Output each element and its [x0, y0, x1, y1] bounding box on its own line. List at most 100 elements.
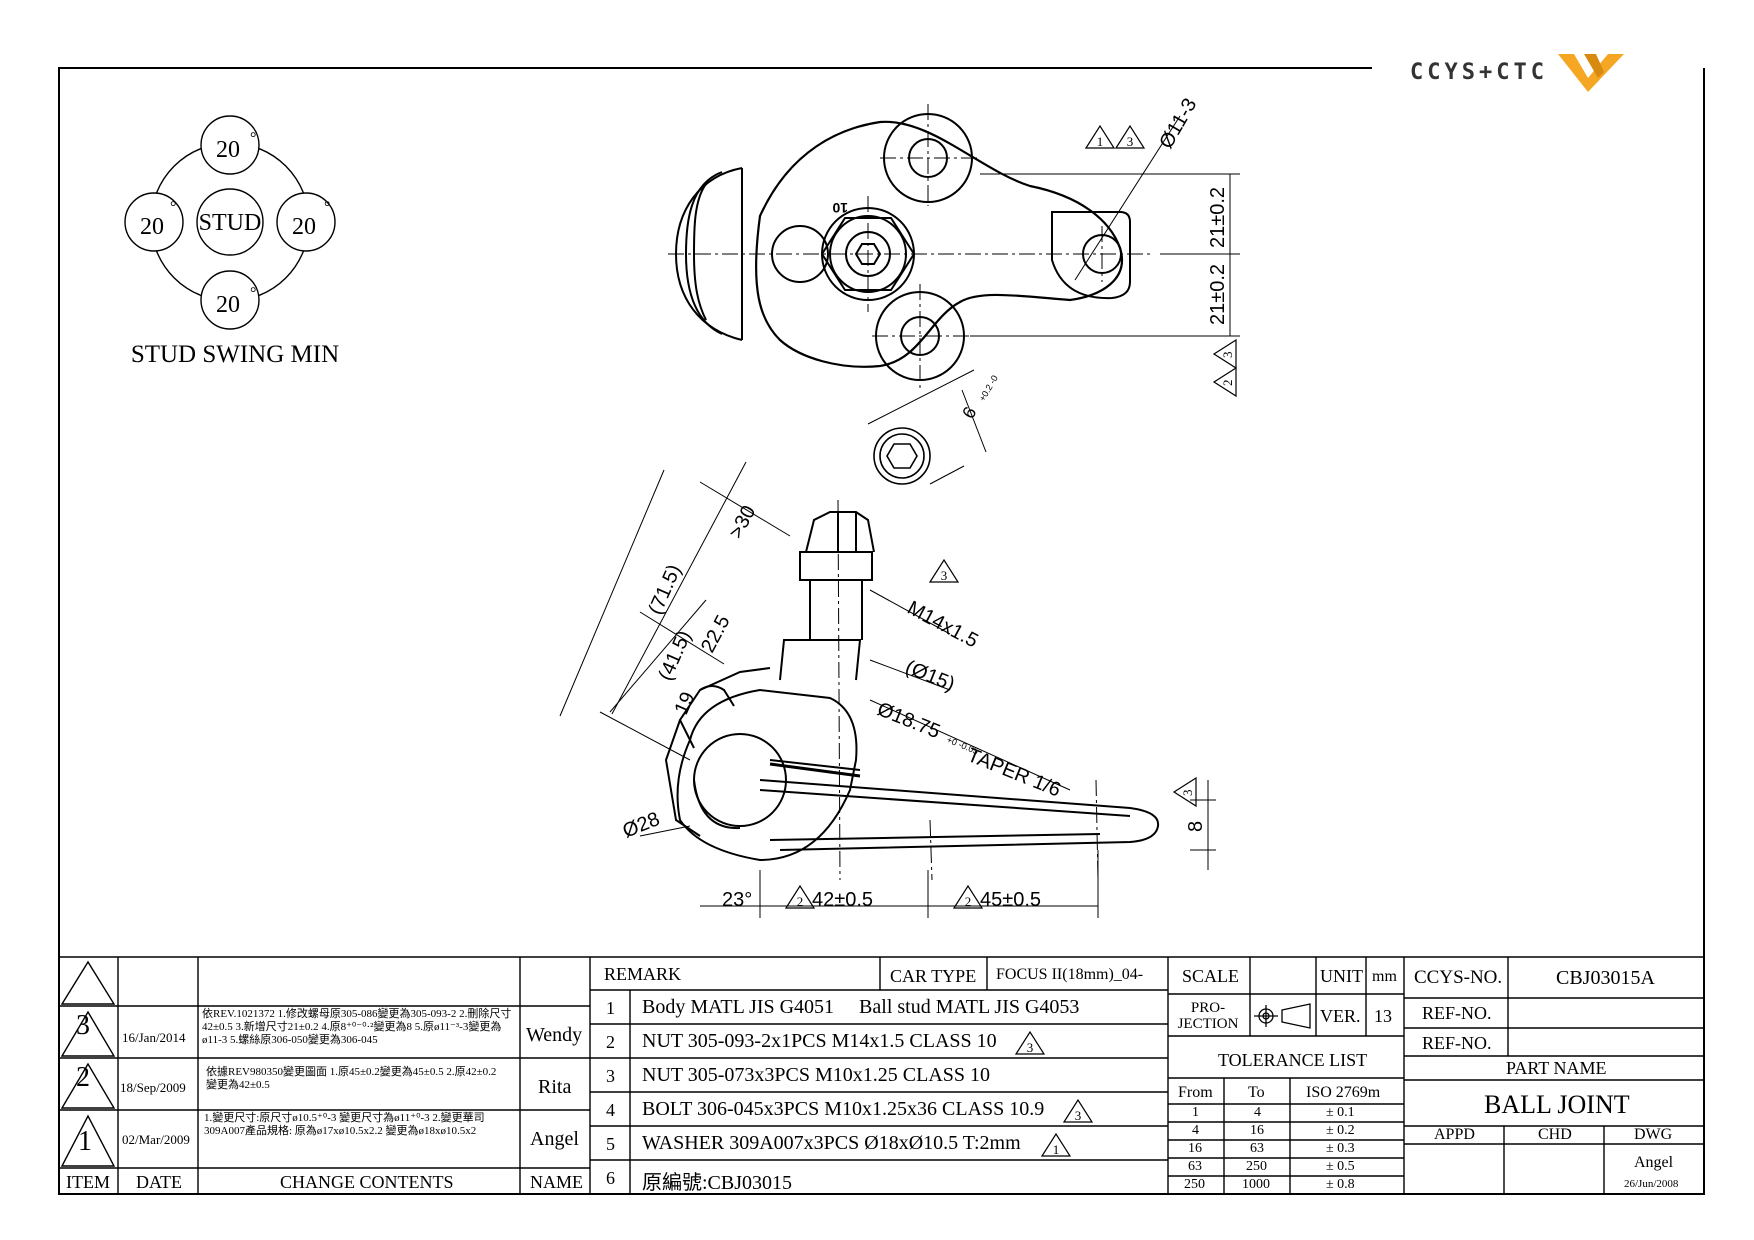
tol-to: 16: [1250, 1123, 1264, 1138]
remark-rev-5: 1: [1053, 1142, 1060, 1157]
change-content-3: 依REV.1021372 1.修改螺母原305-086變更為305-093-2 …: [202, 1008, 512, 1046]
change-rev-triangles: [60, 960, 116, 1167]
remark-text-2: NUT 305-093-2x1PCS M14x1.5 CLASS 10: [642, 1030, 997, 1052]
section-view: [559, 461, 1216, 918]
part-name-label: PART NAME: [1506, 1058, 1607, 1078]
thick-8-dim: 8: [1185, 821, 1207, 832]
swing-angle-right: 20: [292, 214, 316, 240]
rev-mark-1: 1: [1097, 134, 1104, 149]
ref-no-label-2: REF-NO.: [1422, 1033, 1492, 1053]
ccys-no-label: CCYS-NO.: [1414, 967, 1503, 988]
remark-text-6: 原編號:CBJ03015: [642, 1172, 793, 1194]
tol-to: 63: [1250, 1141, 1264, 1156]
remark-rev-2: 3: [1027, 1040, 1034, 1055]
ccys-no-value: CBJ03015A: [1556, 967, 1655, 989]
change-name-1: Angel: [530, 1128, 579, 1150]
dist-42-dim: 42±0.5: [812, 889, 873, 911]
tol-value: ± 0.5: [1326, 1159, 1355, 1174]
spacing-dim-lower: 21±0.2: [1207, 264, 1229, 325]
rev-marks-top: [1084, 124, 1237, 398]
tol-header-to: To: [1248, 1084, 1265, 1101]
rev-marks-section: [784, 558, 1197, 909]
swing-angle-left: 20: [140, 214, 164, 240]
ver-label: VER.: [1320, 1006, 1361, 1026]
remark-rev-4: 3: [1075, 1108, 1082, 1123]
stud-label: STUD: [199, 210, 262, 236]
unit-value: mm: [1372, 968, 1397, 985]
car-type-value: FOCUS II(18mm)_04-: [996, 966, 1144, 983]
header-name: NAME: [530, 1172, 583, 1192]
degree-mark-right: °: [324, 199, 330, 216]
company-logo: CCYS+CTC: [1410, 48, 1630, 96]
dwg-label: DWG: [1634, 1126, 1673, 1143]
tol-from: 1: [1192, 1105, 1199, 1120]
appd-label: APPD: [1434, 1126, 1475, 1143]
top-view: [668, 104, 1240, 390]
logo-text: CCYS+CTC: [1410, 59, 1548, 85]
rev-mark-5: 3: [941, 568, 948, 583]
drawer-name: Angel: [1634, 1154, 1674, 1171]
projection-symbol-icon: [1254, 1003, 1311, 1029]
rev-mark-8: 3: [1180, 790, 1195, 797]
tol-from: 16: [1188, 1141, 1202, 1156]
rev-mark-7: 2: [965, 894, 972, 909]
spacing-dim-upper: 21±0.2: [1207, 187, 1229, 248]
change-date-2: 18/Sep/2009: [120, 1080, 186, 1095]
unit-label: UNIT: [1320, 966, 1363, 986]
remark-num-2: 2: [606, 1032, 615, 1052]
change-item-1: 1: [78, 1126, 92, 1157]
header-date: DATE: [136, 1172, 182, 1192]
tol-value: ± 0.8: [1326, 1177, 1355, 1192]
scale-label: SCALE: [1182, 966, 1240, 986]
tol-from: 63: [1188, 1159, 1202, 1174]
ref-no-label-1: REF-NO.: [1422, 1003, 1492, 1023]
change-date-1: 02/Mar/2009: [122, 1132, 190, 1147]
remark-num-3: 3: [606, 1066, 615, 1086]
draw-date: 26/Jun/2008: [1624, 1178, 1679, 1190]
header-contents: CHANGE CONTENTS: [280, 1172, 454, 1192]
change-content-2: 依據REV980350變更圖面 1.原45±0.2變更為45±0.5 2.原42…: [206, 1066, 497, 1091]
remark-text-5: WASHER 309A007x3PCS Ø18xØ10.5 T:2mm: [642, 1132, 1021, 1154]
rev-mark-2: 3: [1127, 134, 1134, 149]
degree-mark-bottom: °: [250, 285, 256, 302]
sheet-border: [58, 67, 1705, 1195]
change-content-1: 1.變更尺寸:原尺寸ø10.5⁺⁰-3 變更尺寸為ø11⁺⁰-3 2.變更華司3…: [204, 1112, 485, 1137]
change-item-3: 3: [76, 1010, 90, 1041]
tol-header-from: From: [1178, 1084, 1213, 1101]
rev-mark-6: 2: [797, 894, 804, 909]
stud-swing-diagram: [124, 115, 336, 330]
swing-angle-bottom: 20: [216, 292, 240, 318]
tol-from: 4: [1192, 1123, 1199, 1138]
remark-text-1: Body MATL JIS G4051 Ball stud MATL JIS G…: [642, 996, 1080, 1018]
rev-mark-4: 3: [1220, 352, 1235, 359]
tol-to: 4: [1254, 1105, 1261, 1120]
degree-mark-top: °: [250, 130, 256, 147]
logo-mark-icon: [1557, 54, 1624, 92]
remark-num-1: 1: [606, 998, 615, 1018]
remark-num-5: 5: [606, 1134, 615, 1154]
projection-label: PRO-JECTION: [1177, 1000, 1239, 1032]
car-type-label: CAR TYPE: [890, 966, 977, 986]
swing-angle-top: 20: [216, 137, 240, 163]
chd-label: CHD: [1538, 1126, 1572, 1143]
change-date-3: 16/Jan/2014: [122, 1030, 186, 1045]
tolerance-title: TOLERANCE LIST: [1218, 1050, 1368, 1070]
header-item: ITEM: [66, 1172, 110, 1192]
ver-value: 13: [1374, 1006, 1392, 1026]
hex-end-view: [867, 369, 987, 485]
rev-mark-3: 2: [1220, 380, 1235, 387]
degree-mark-left: °: [170, 199, 176, 216]
remark-text-4: BOLT 306-045x3PCS M10x1.25x36 CLASS 10.9: [642, 1098, 1045, 1120]
dist-45-dim: 45±0.5: [980, 889, 1041, 911]
tol-header-iso: ISO 2769m: [1306, 1084, 1381, 1101]
angle-23-dim: 23°: [722, 889, 752, 911]
tol-value: ± 0.1: [1326, 1105, 1355, 1120]
change-name-3: Wendy: [526, 1024, 583, 1046]
tol-to: 1000: [1242, 1177, 1270, 1192]
remark-num-6: 6: [606, 1168, 615, 1188]
title-block-grid: [59, 956, 1704, 1194]
change-name-2: Rita: [538, 1076, 572, 1098]
tol-from: 250: [1184, 1177, 1205, 1192]
tol-value: ± 0.2: [1326, 1123, 1355, 1138]
